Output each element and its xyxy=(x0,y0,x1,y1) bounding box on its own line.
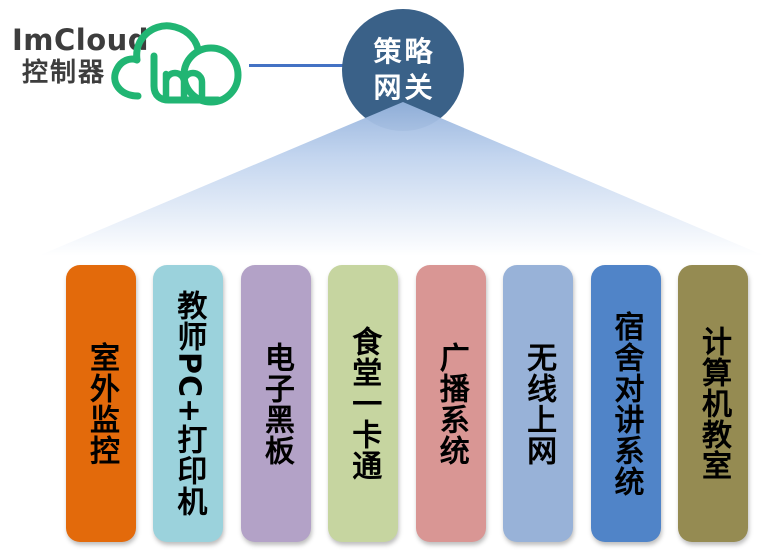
endpoint-bar: 室外监控 xyxy=(66,265,136,542)
controller-subtitle: 控制器 xyxy=(22,58,107,89)
gateway-label-line1: 策略 xyxy=(373,34,436,68)
controller-title: ImCloud xyxy=(12,23,150,57)
endpoint-bar: 无线上网 xyxy=(503,265,574,542)
endpoint-bar: 食堂一卡通 xyxy=(328,265,399,542)
gateway-label-line2: 网关 xyxy=(373,71,436,104)
endpoint-label: 宿舍对讲系统 xyxy=(608,310,644,497)
cloud-letter-m xyxy=(162,69,206,104)
funnel-triangle xyxy=(38,102,765,256)
endpoint-label: 室外监控 xyxy=(84,341,119,466)
endpoint-label: 食堂一卡通 xyxy=(346,326,382,481)
endpoint-label: 无线上网 xyxy=(521,341,557,466)
connector-line xyxy=(249,64,345,67)
cloud-controller-label: ImCloud 控制器 xyxy=(12,23,150,89)
endpoint-bar: 宿舍对讲系统 xyxy=(590,265,661,542)
endpoint-bar: 电子黑板 xyxy=(240,265,311,542)
endpoint-label: 教师PC+打印机 xyxy=(171,289,207,518)
endpoint-bar: 广播系统 xyxy=(415,265,486,542)
endpoint-bar: 计算机教室 xyxy=(677,265,748,542)
endpoint-label: 电子黑板 xyxy=(258,341,294,466)
endpoint-bars: 室外监控 教师PC+打印机 电子黑板 食堂一卡通 广播系统 无线上网 宿舍对 xyxy=(66,265,748,542)
endpoint-label: 计算机教室 xyxy=(695,326,731,481)
endpoint-bar: 教师PC+打印机 xyxy=(153,265,224,542)
cloud-icon xyxy=(111,22,242,106)
endpoint-label: 广播系统 xyxy=(433,341,469,466)
